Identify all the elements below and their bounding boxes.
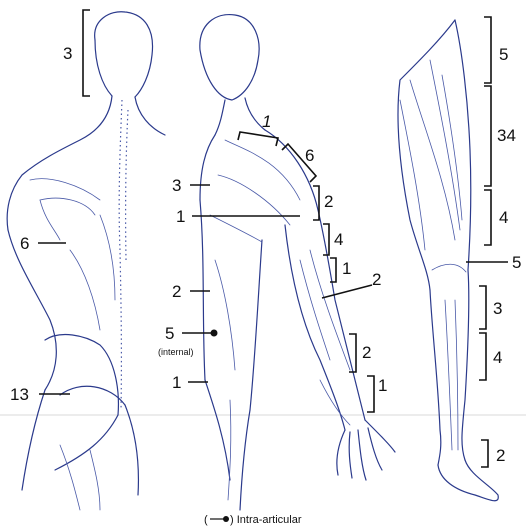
bracket-leg-thigh: [484, 86, 491, 186]
bracket-leg-hip: [484, 17, 491, 83]
label-front-forearm-a: 2: [362, 343, 371, 362]
label-front-chest: 3: [172, 176, 181, 195]
leader-front-forearm-lat: [322, 285, 372, 298]
label-front-shoulder: 6: [305, 146, 314, 165]
label-front-forearm-lat: 2: [372, 270, 381, 289]
label-leg-knee: 5: [512, 253, 521, 272]
intra-articular-marker: [211, 330, 218, 337]
label-front-internal: 5: [165, 324, 174, 343]
leg-figure: [398, 20, 498, 501]
label-front-groin: 1: [172, 373, 181, 392]
back-view-figure: [7, 12, 165, 510]
label-leg-thigh: 34: [497, 126, 516, 145]
label-front-elbow: 1: [342, 259, 351, 278]
front-view-figure: [200, 15, 395, 510]
label-front-forearm-b: 1: [378, 376, 387, 395]
label-front-internal-note: (internal): [158, 347, 194, 357]
label-front-clavicle: 1: [262, 112, 271, 131]
bracket-front-forearm-b: [367, 376, 374, 412]
legend: ( ) Intra-articular: [204, 514, 302, 526]
label-leg-hip: 5: [499, 45, 508, 64]
bracket-leg-shin-a: [479, 286, 486, 329]
bracket-back-head: [83, 10, 90, 96]
label-back-scapula: 6: [20, 234, 29, 253]
bracket-leg-ankle: [481, 440, 488, 467]
legend-dot-symbol: [223, 516, 229, 522]
label-back-head: 3: [63, 44, 72, 63]
label-front-pectoral: 1: [176, 207, 185, 226]
bracket-leg-shin-b: [479, 333, 486, 380]
label-leg-ankle: 2: [496, 446, 505, 465]
bracket-front-forearm-a: [349, 334, 356, 372]
label-front-abdomen: 2: [172, 282, 181, 301]
label-front-upper-arm-b: 4: [334, 230, 343, 249]
label-leg-shin-b: 4: [493, 348, 502, 367]
label-leg-knee-upper: 4: [499, 208, 508, 227]
label-front-upper-arm-a: 2: [324, 192, 333, 211]
label-leg-shin-a: 3: [493, 299, 502, 318]
legend-text: ) Intra-articular: [230, 514, 302, 526]
label-back-gluteal: 13: [10, 385, 29, 404]
legend-open-paren: (: [204, 514, 208, 526]
bracket-leg-knee-upper: [484, 190, 491, 245]
